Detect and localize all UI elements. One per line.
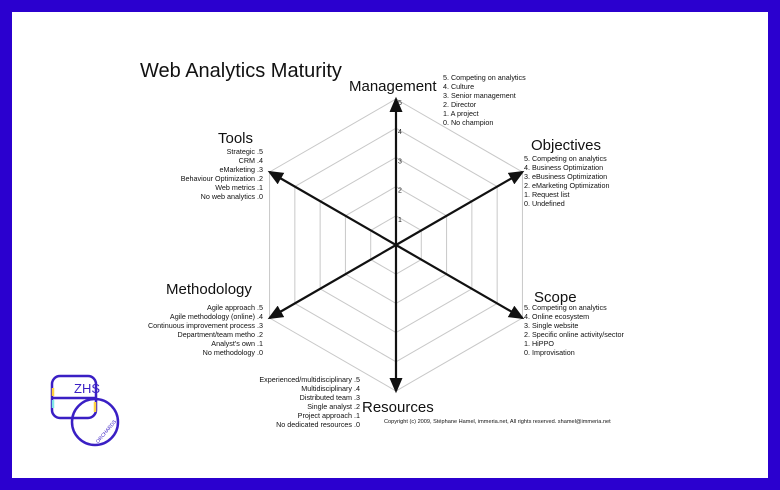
level: No web analytics .0 — [200, 192, 263, 201]
axis-arrow-tools — [267, 170, 397, 246]
levels-methodology: Agile approach .5 Agile methodology (onl… — [148, 303, 263, 357]
level: No dedicated resources .0 — [276, 420, 360, 429]
level: Agile approach .5 — [207, 303, 263, 312]
level: Continuous improvement process .3 — [147, 321, 263, 330]
level: Multidisciplinary .4 — [301, 384, 360, 393]
axis-label-scope: Scope — [534, 289, 577, 306]
axis-label-objectives: Objectives — [531, 137, 602, 154]
level: 5. Competing on analytics — [443, 73, 526, 82]
axis-label-resources: Resources — [362, 399, 434, 416]
axis-label-management: Management — [349, 78, 437, 95]
level: Experienced/multidisciplinary .5 — [259, 375, 360, 384]
diagram-title: Web Analytics Maturity — [140, 60, 342, 82]
axis-arrow-scope — [395, 244, 525, 320]
scale-tick-label: 5 — [398, 100, 402, 107]
level: Web metrics .1 — [215, 183, 263, 192]
level: Single analyst .2 — [307, 402, 360, 411]
scale-tick-label: 4 — [398, 129, 402, 136]
levels-tools: Strategic .5 CRM .4 eMarketing .3 Behavi… — [181, 147, 263, 201]
level: 5. Competing on analytics — [524, 154, 607, 163]
level: 5. Competing on analytics — [524, 303, 607, 312]
level: CRM .4 — [238, 156, 263, 165]
level: No methodology .0 — [202, 348, 263, 357]
level: 4. Online ecosystem — [524, 312, 590, 321]
level: 0. Improvisation — [524, 348, 575, 357]
radar-chart: 1 2 3 4 5 — [267, 96, 525, 394]
level: 0. Undefined — [524, 199, 565, 208]
axis-arrow-objectives — [395, 170, 525, 246]
svg-text:ZHS: ZHS — [74, 381, 100, 396]
level: Strategic .5 — [226, 147, 263, 156]
level: 2. eMarketing Optimization — [524, 181, 610, 190]
level: eMarketing .3 — [219, 165, 263, 174]
level: 4. Business Optimization — [524, 163, 604, 172]
levels-management: 5. Competing on analytics 4. Culture 3. … — [443, 73, 526, 127]
scale-tick-label: 2 — [398, 188, 402, 195]
axis-arrow-methodology — [267, 244, 397, 320]
level: 2. Specific online activity/sector — [524, 330, 624, 339]
level: 2. Director — [443, 100, 477, 109]
level: Distributed team .3 — [299, 393, 360, 402]
zhs-orchards-logo: ZHS ORCHARDS — [50, 374, 120, 447]
level: 3. Senior management — [443, 91, 516, 100]
level: 1. HiPPO — [524, 339, 554, 348]
level: Behaviour Optimization .2 — [180, 174, 263, 183]
levels-resources: Experienced/multidisciplinary .5 Multidi… — [259, 375, 360, 429]
level: 1. A project — [443, 109, 479, 118]
scale-tick-label: 3 — [398, 158, 402, 165]
axis-label-tools: Tools — [218, 130, 254, 147]
level: 3. eBusiness Optimization — [524, 172, 608, 181]
level: 3. Single website — [524, 321, 579, 330]
level: Agile methodology (online) .4 — [169, 312, 263, 321]
axis-label-methodology: Methodology — [166, 281, 252, 298]
level: Project approach .1 — [297, 411, 360, 420]
level: 1. Request list — [524, 190, 570, 199]
level: 4. Culture — [443, 82, 475, 91]
levels-objectives: 5. Competing on analytics 4. Business Op… — [524, 154, 610, 208]
level: 0. No champion — [443, 118, 494, 127]
levels-scope: 5. Competing on analytics 4. Online ecos… — [524, 303, 624, 357]
level: Analyst's own .1 — [211, 339, 263, 348]
scale-tick-label: 1 — [398, 217, 402, 224]
copyright-notice: Copyright (c) 2009, Stéphane Hamel, imme… — [384, 419, 611, 425]
level: Department/team metho .2 — [177, 330, 264, 339]
